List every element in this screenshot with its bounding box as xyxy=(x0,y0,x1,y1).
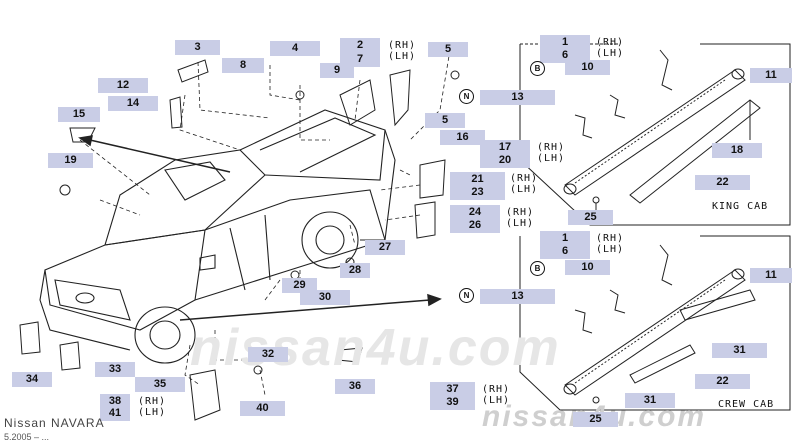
rh-lh-king-1-6: (RH)(LH) xyxy=(596,37,625,59)
part-label-30[interactable]: 30 xyxy=(300,290,350,305)
rh-lh-38-41: (RH)(LH) xyxy=(138,396,167,418)
king-part-label-10[interactable]: 10 xyxy=(565,60,610,75)
part-label-13-bottom[interactable]: 13 xyxy=(480,289,555,304)
crew-part-label-22[interactable]: 22 xyxy=(695,374,750,389)
king-cab-caption: KING CAB xyxy=(712,201,769,212)
small-parts xyxy=(19,59,460,421)
part-label-28[interactable]: 28 xyxy=(340,263,370,278)
crew-part-label-31-upper[interactable]: 31 xyxy=(712,343,767,358)
circle-n-top: N xyxy=(459,89,474,104)
part-label-38[interactable]: 38 xyxy=(100,394,130,409)
part-label-5-mid[interactable]: 5 xyxy=(425,113,465,128)
part-label-24[interactable]: 24 xyxy=(450,205,500,220)
rh-lh-37-39: (RH)(LH) xyxy=(482,384,511,406)
watermark-large: nissan4u.com xyxy=(190,319,561,377)
king-part-label-11[interactable]: 11 xyxy=(750,68,792,83)
part-label-20[interactable]: 20 xyxy=(480,153,530,168)
crew-step-bar xyxy=(563,244,756,404)
part-label-15[interactable]: 15 xyxy=(58,107,100,122)
circle-n-bottom: N xyxy=(459,288,474,303)
part-label-35[interactable]: 35 xyxy=(135,377,185,392)
king-part-label-25[interactable]: 25 xyxy=(568,210,613,225)
model-title: Nissan NAVARA xyxy=(4,416,105,430)
crew-part-label-25[interactable]: 25 xyxy=(573,412,618,427)
part-label-8[interactable]: 8 xyxy=(222,58,264,73)
crew-part-label-10[interactable]: 10 xyxy=(565,260,610,275)
part-label-26[interactable]: 26 xyxy=(450,218,500,233)
part-label-41[interactable]: 41 xyxy=(100,406,130,421)
part-label-16[interactable]: 16 xyxy=(440,130,485,145)
production-date: 5.2005 – ... xyxy=(4,432,50,442)
rh-lh-crew-1-6: (RH)(LH) xyxy=(596,233,625,255)
part-label-5-top[interactable]: 5 xyxy=(428,42,468,57)
part-label-34[interactable]: 34 xyxy=(12,372,52,387)
truck-body xyxy=(39,109,396,364)
part-label-27[interactable]: 27 xyxy=(365,240,405,255)
arrows xyxy=(78,135,442,321)
part-label-14[interactable]: 14 xyxy=(108,96,158,111)
part-label-4[interactable]: 4 xyxy=(270,41,320,56)
part-label-19[interactable]: 19 xyxy=(48,153,93,168)
crew-part-label-6[interactable]: 6 xyxy=(540,244,590,259)
circle-b-crew: B xyxy=(530,261,545,276)
rh-lh-17-20: (RH)(LH) xyxy=(537,142,566,164)
part-label-36[interactable]: 36 xyxy=(335,379,375,394)
part-label-12[interactable]: 12 xyxy=(98,78,148,93)
part-label-23[interactable]: 23 xyxy=(450,185,505,200)
circle-b-king: B xyxy=(530,61,545,76)
part-label-2[interactable]: 2 xyxy=(340,38,380,53)
part-label-39[interactable]: 39 xyxy=(430,395,475,410)
crew-cab-box xyxy=(519,235,791,411)
rh-lh-24-26: (RH)(LH) xyxy=(506,207,535,229)
king-part-label-18[interactable]: 18 xyxy=(712,143,762,158)
part-label-3[interactable]: 3 xyxy=(175,40,220,55)
crew-part-label-11[interactable]: 11 xyxy=(750,268,792,283)
rh-lh-2-7: (RH)(LH) xyxy=(388,40,417,62)
part-label-9[interactable]: 9 xyxy=(320,63,354,78)
king-part-label-1[interactable]: 1 xyxy=(540,35,590,50)
part-label-13-top[interactable]: 13 xyxy=(480,90,555,105)
leader-lines xyxy=(79,49,451,396)
part-label-21[interactable]: 21 xyxy=(450,172,505,187)
crew-part-label-31-lower[interactable]: 31 xyxy=(625,393,675,408)
crew-cab-caption: CREW CAB xyxy=(718,399,775,410)
part-label-37[interactable]: 37 xyxy=(430,382,475,397)
king-part-label-22[interactable]: 22 xyxy=(695,175,750,190)
crew-part-label-1[interactable]: 1 xyxy=(540,231,590,246)
part-label-40[interactable]: 40 xyxy=(240,401,285,416)
part-label-32[interactable]: 32 xyxy=(248,347,288,362)
part-label-33[interactable]: 33 xyxy=(95,362,135,377)
rh-lh-21-23: (RH)(LH) xyxy=(510,173,539,195)
king-part-label-6[interactable]: 6 xyxy=(540,48,590,63)
part-label-29[interactable]: 29 xyxy=(282,278,317,293)
part-label-17[interactable]: 17 xyxy=(480,140,530,155)
